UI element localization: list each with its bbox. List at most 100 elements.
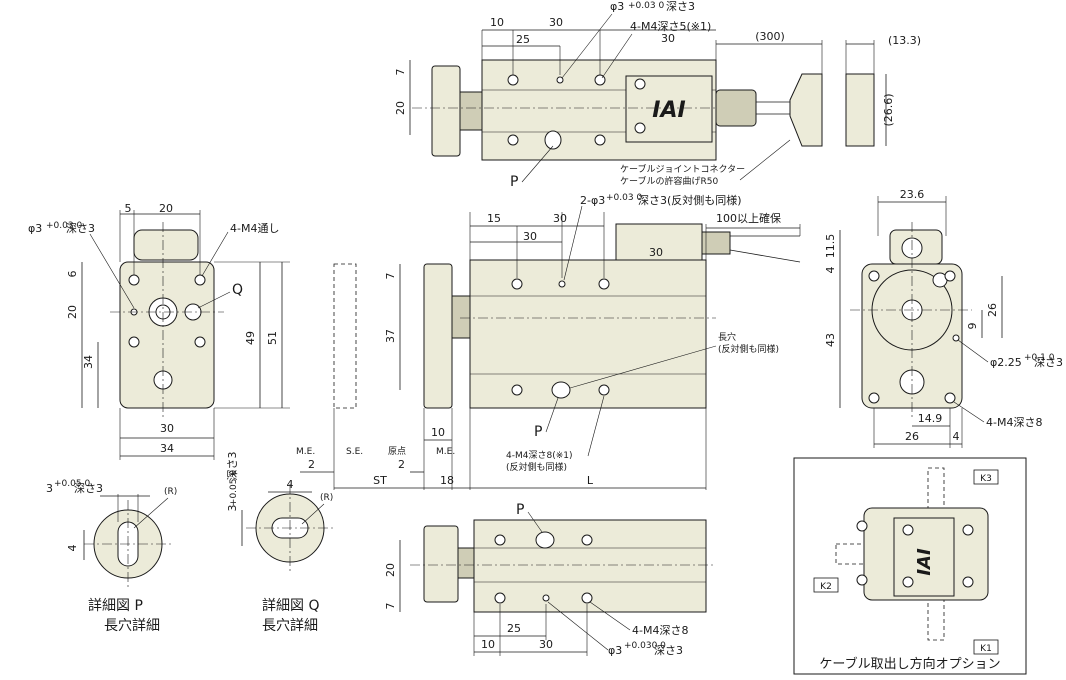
side-dim-30b: 30 (523, 230, 537, 243)
front-callout-phi3: φ3 (28, 222, 42, 235)
side-dim-7: 7 (384, 273, 397, 280)
side-dim-10: 10 (431, 426, 445, 439)
front-view-hole (194, 336, 206, 348)
side-view-motor-cover (615, 223, 703, 261)
side-dim-st: ST (373, 474, 387, 487)
front-dim-34b: 34 (160, 442, 174, 455)
cable-option-k1-direction (927, 599, 945, 641)
top-view-hole (594, 134, 606, 146)
top-cable-note-2: ケーブルの許容曲げR50 (620, 175, 718, 187)
end-callout-phi2-depth: 深さ3 (1034, 356, 1063, 369)
top-dim-30: 30 (549, 16, 563, 29)
top-view-cable-joint (715, 89, 757, 127)
detail-q-len: 4 (287, 478, 294, 491)
bottom-dim-7: 7 (384, 603, 397, 610)
bottom-view-hole (494, 534, 506, 546)
top-callout-phi3-depth: 深さ3 (666, 0, 695, 13)
end-view-hole (868, 392, 880, 404)
front-dim-34: 34 (82, 355, 95, 369)
side-view-hole (511, 278, 523, 290)
bottom-label-p: P (516, 502, 524, 518)
cable-option-hole (902, 524, 914, 536)
cable-option-k3-direction (927, 467, 945, 509)
side-me2: M.E. (436, 447, 455, 457)
end-view-hole (868, 270, 880, 282)
bottom-dim-20: 20 (384, 563, 397, 577)
side-dim-2a: 2 (308, 458, 315, 471)
bottom-dim-30: 30 (539, 638, 553, 651)
front-callout-phi3-tol: +0.03 0 (46, 221, 82, 231)
side-view-cable-joint (701, 231, 731, 255)
front-dim-51: 51 (266, 331, 279, 345)
end-dim-23-6: 23.6 (900, 188, 925, 201)
top-dim-300: (300) (755, 30, 785, 43)
side-callout-phi3: 2-φ3 (580, 194, 605, 207)
side-se: S.E. (346, 447, 363, 457)
bottom-view-rod (457, 547, 475, 579)
side-dim-18: 18 (440, 474, 454, 487)
top-view-connector (789, 73, 823, 147)
side-slot-note-2: (反対側も同様) (718, 343, 779, 355)
cable-option-hole (856, 520, 868, 532)
top-view-rod (459, 91, 483, 131)
cable-option-k2: K2 (820, 582, 832, 592)
end-dim-43: 43 (824, 333, 837, 347)
detail-q-title-1: 詳細図 Q (262, 598, 319, 614)
side-view-hole (511, 384, 523, 396)
top-view-hole (507, 74, 519, 86)
cable-option-panel: IAI K3 K2 K1 ケーブル取出し方向オプション (793, 457, 1027, 675)
side-view-hole (558, 280, 566, 288)
bottom-view: 20 7 P 25 10 30 4-M4深さ8 φ3 +0.030 0 深さ3 (384, 502, 716, 657)
detail-q-width: 3 (226, 505, 239, 512)
side-slot-note-1: 長穴 (718, 331, 736, 343)
end-view: 23.6 11.5 4 43 26 9 φ2.25 +0.1 0 深さ3 4-M… (824, 188, 1063, 448)
side-view-flange (423, 263, 453, 409)
top-view-hole (594, 74, 606, 86)
cable-option-hole (962, 524, 974, 536)
detail-p-r: (R) (164, 487, 177, 497)
top-dim-26-6: (26.6) (882, 93, 895, 126)
top-dim-7: 7 (394, 69, 407, 76)
cable-option-k2-direction (835, 543, 865, 565)
side-view-hole (598, 384, 610, 396)
end-dim-11-5: 11.5 (824, 234, 837, 259)
detail-p-len: 4 (66, 545, 79, 552)
end-view-hole (944, 270, 956, 282)
side-dim-l: L (587, 474, 594, 487)
end-dim-26b: 26 (905, 430, 919, 443)
top-callout-m4: 4-M4深さ5(※1) (630, 20, 711, 33)
bottom-view-hole (542, 594, 550, 602)
end-dim-4: 4 (824, 267, 837, 274)
cable-option-k1: K1 (980, 644, 992, 654)
detail-p-width-tol: +0.05 0 (54, 479, 90, 489)
bottom-view-slot-p (535, 531, 555, 549)
bottom-view-hole (581, 592, 593, 604)
detail-q-width-tol: +0.05 0 (229, 470, 239, 506)
bottom-callout-phi3-tol: +0.030 0 (624, 641, 666, 651)
cable-option-hole (962, 576, 974, 588)
front-dim-6: 6 (66, 271, 79, 278)
front-dim-5: 5 (125, 202, 132, 215)
top-view-hole (634, 122, 646, 134)
side-view-stroke-end (333, 263, 357, 409)
top-view: IAI 10 30 25 30 (300 (394, 0, 921, 190)
top-dim-30b: 30 (661, 32, 675, 45)
side-m4-note-1: 4-M4深さ8(※1) (506, 450, 572, 461)
side-origin: 原点 (388, 446, 406, 457)
detail-p: 3 +0.05 0 深さ3 4 (R) 詳細図 P 長穴詳細 (46, 479, 177, 634)
end-view-small-hole (952, 334, 960, 342)
side-dim-30c: 30 (649, 246, 663, 259)
side-callout-100: 100以上確保 (716, 211, 781, 225)
side-view: 15 30 30 30 100以上確保 2-φ3 +0.03 0 深さ3(反対側… (296, 193, 801, 490)
detail-q: 4 3 +0.05 0 深さ3 (R) 詳細図 Q 長穴詳細 (226, 452, 334, 634)
top-view-hole (556, 76, 564, 84)
front-view-hole (194, 274, 206, 286)
bottom-callout-phi3: φ3 (608, 644, 622, 657)
detail-q-title-2: 長穴詳細 (262, 618, 318, 634)
cable-option-k3-box (973, 469, 999, 485)
end-view-hole (944, 392, 956, 404)
top-view-slot-p (544, 130, 562, 150)
front-dim-20b: 20 (66, 305, 79, 319)
top-callout-phi3-tol: +0.03 0 (628, 1, 664, 11)
cable-option-logo: IAI (914, 548, 935, 576)
